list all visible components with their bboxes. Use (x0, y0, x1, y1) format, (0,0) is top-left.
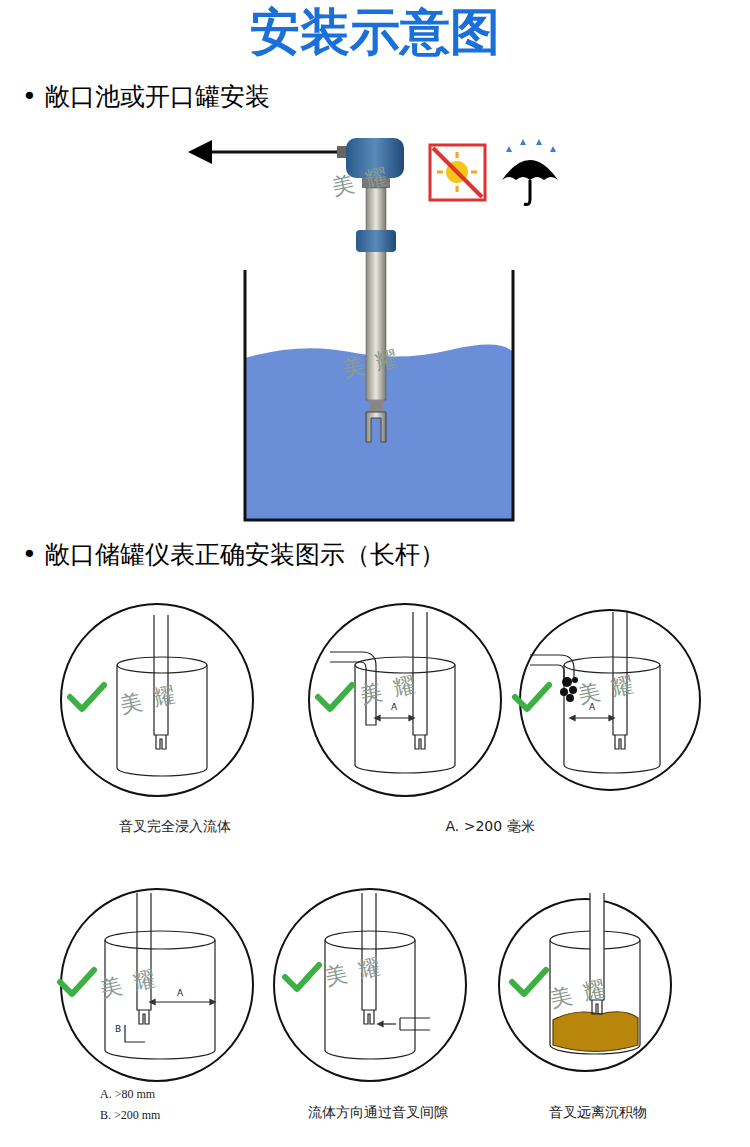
dimension-label: A (176, 988, 184, 999)
watermark: 美耀 (548, 973, 620, 1013)
section-heading: • 敞口池或开口罐安装 (22, 82, 270, 112)
caption: 音叉远离沉积物 (549, 1104, 647, 1121)
page-title: 安装示意图 (250, 2, 500, 62)
caption: 音叉完全浸入流体 (119, 818, 231, 835)
caption: B. >200 mm (100, 1108, 160, 1122)
dimension-label: B (114, 1024, 122, 1035)
caption: A. >80 mm (100, 1087, 155, 1101)
watermark: 美耀 (323, 951, 395, 991)
dimension-label: A (588, 702, 596, 713)
caption: 流体方向通过音叉间隙 (308, 1104, 448, 1121)
dimension-label: A (390, 702, 398, 713)
caption: A. >200 毫米 (445, 818, 534, 835)
section-heading: • 敞口储罐仪表正确安装图示（长杆） (22, 540, 445, 570)
watermark: 美耀 (98, 963, 170, 1003)
watermark: 美耀 (576, 669, 648, 709)
